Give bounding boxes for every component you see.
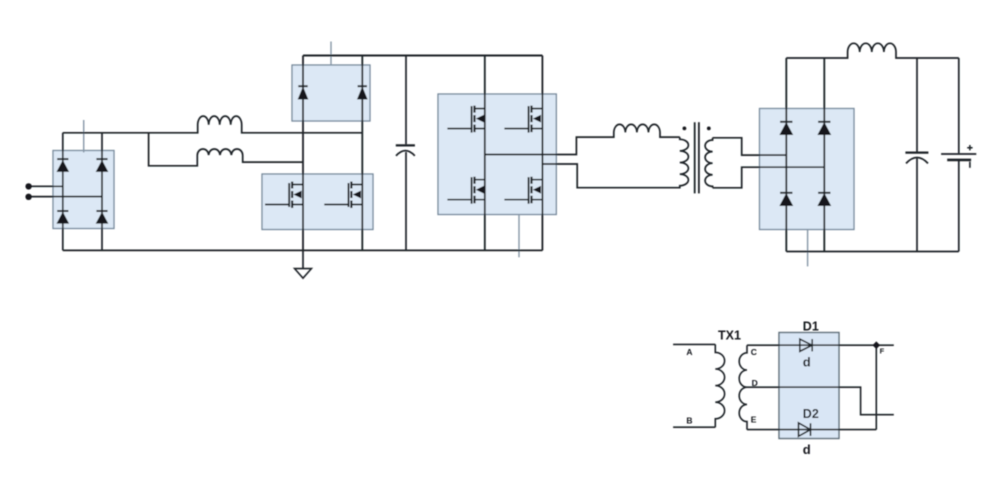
svg-text:C: C [751, 347, 757, 357]
svg-text:F: F [880, 346, 885, 355]
svg-text:E: E [751, 415, 757, 425]
svg-text:d: d [803, 442, 811, 457]
svg-text:A: A [686, 347, 692, 357]
svg-text:B: B [686, 416, 692, 426]
svg-text:TX1: TX1 [718, 329, 741, 343]
svg-text:d: d [803, 354, 811, 369]
svg-text:D2: D2 [803, 407, 819, 421]
svg-text:D: D [752, 378, 758, 388]
svg-text:D1: D1 [803, 319, 819, 333]
